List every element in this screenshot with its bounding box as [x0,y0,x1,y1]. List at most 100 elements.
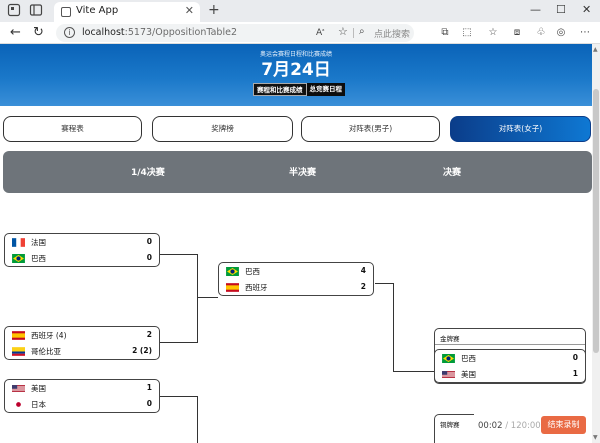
flag-brazil-icon [226,267,239,276]
back-icon[interactable]: ← [10,25,21,40]
bracket-line [393,283,394,372]
flag-brazil-icon [12,254,25,263]
close-icon[interactable]: ✕ [184,4,194,17]
team-row: 西班牙 (4) 2 [5,327,159,343]
copilot-icon[interactable]: ♧ [536,27,546,38]
hero-tab-schedule[interactable]: 总竞赛日程 [306,83,345,96]
team-name: 日本 [31,400,46,409]
team-name: 哥伦比亚 [31,347,61,356]
bracket-line [160,396,198,397]
team-row: 美国 1 [435,366,585,382]
team-row: 哥伦比亚 2 (2) [5,343,159,359]
window-close-icon[interactable]: ✕ [582,3,592,16]
team-name: 西班牙 (4) [31,331,67,340]
match-card-bronze[interactable]: 铜牌赛 [434,414,474,443]
flag-colombia-icon [12,347,25,356]
bronze-match-label: 铜牌赛 [440,421,460,429]
flag-usa-icon [442,371,455,378]
new-tab-icon[interactable]: + [208,2,220,18]
hero-date: 7月24日 [261,60,331,80]
read-aloud-icon[interactable]: Aₐ [316,26,325,38]
team-score: 1 [146,383,152,392]
reload-icon[interactable]: ↻ [33,25,44,40]
round-label-sf: 半决赛 [289,168,317,178]
recording-timer: 00:02 / 120:00 [478,421,541,431]
team-row: 巴西 0 [5,250,159,266]
team-row: 巴西 0 [435,350,585,366]
bracket-line [393,371,434,372]
favorite-icon[interactable]: ☆ [338,25,348,38]
search-placeholder[interactable]: 点此搜索 [374,30,411,40]
team-row: 巴西 4 [219,263,373,279]
flag-spain-icon [12,331,25,340]
page-icon [61,7,71,17]
extensions-icon[interactable]: ⬚ [462,27,472,38]
round-label-qf: 1/4决赛 [131,168,165,178]
team-name: 法国 [31,238,46,247]
team-score: 2 (2) [132,346,152,355]
bracket-line [375,283,393,284]
pill-schedule[interactable]: 赛程表 [3,116,142,142]
recording-overlay: 00:02 / 120:00 结束录制 [470,414,590,438]
address-bar[interactable]: i localhost:5173/OppositionTable2 Aₐ ☆ ⌕… [56,24,414,42]
tab-bar: Vite App ✕ + — ☐ ✕ [0,0,600,22]
pill-bracket-women[interactable]: 对阵表(女子) [450,116,591,142]
more-icon[interactable]: ⋯ [580,27,590,38]
hero-tab-results[interactable]: 赛程和比赛成绩 [253,83,307,96]
flag-japan-icon [12,400,25,409]
search-icon: ⌕ [359,26,365,37]
team-score: 0 [146,399,152,408]
team-score: 2 [360,282,366,291]
match-card-qf1[interactable]: 法国 0 巴西 0 [4,233,160,267]
tab-actions-icon[interactable] [28,3,44,19]
collections-icon[interactable]: ⧈ [513,27,521,38]
bracket-line [160,342,198,343]
url-text: localhost:5173/OppositionTable2 [82,27,237,38]
page-content: 奥运会赛程日程和比赛成绩 7月24日 赛程和比赛成绩 总竞赛日程 赛程表 奖牌榜… [0,44,600,443]
match-card-qf3[interactable]: 美国 1 日本 0 [4,379,160,413]
scrollbar-thumb[interactable] [593,89,599,353]
scroll-down-icon[interactable]: ▼ [593,434,598,441]
match-card-qf2[interactable]: 西班牙 (4) 2 哥伦比亚 2 (2) [4,326,160,360]
profile-icon[interactable]: ◎ [556,27,566,38]
pill-bracket-men[interactable]: 对阵表(男子) [301,116,440,142]
favorites-icon[interactable]: ☆ [488,27,498,38]
match-card-gold-teams[interactable]: 巴西 0 美国 1 [434,349,586,383]
stop-recording-button[interactable]: 结束录制 [541,416,586,434]
flag-brazil-icon [442,354,455,363]
flag-usa-icon [12,385,25,392]
hero-tabs: 赛程和比赛成绩 总竞赛日程 [253,83,345,96]
team-row: 西班牙 2 [219,279,373,295]
address-toolbar: ← ↻ i localhost:5173/OppositionTable2 Aₐ… [0,22,600,44]
bracket-line [197,297,218,298]
info-icon[interactable]: i [64,27,75,38]
team-row: 法国 0 [5,234,159,250]
pill-medals[interactable]: 奖牌榜 [152,116,293,142]
divider [353,28,354,38]
match-card-sf1[interactable]: 巴西 4 西班牙 2 [218,262,374,296]
hero-subtitle: 奥运会赛程日程和比赛成绩 [259,51,332,58]
team-score: 0 [572,353,578,362]
team-name: 西班牙 [245,283,268,292]
team-name: 巴西 [461,354,476,363]
round-label-final: 决赛 [443,168,462,178]
split-screen-icon[interactable]: ⧉ [441,27,449,38]
team-score: 1 [572,369,578,378]
minimize-icon[interactable]: — [530,3,541,16]
round-header: 1/4决赛 半决赛 决赛 [3,151,592,193]
hero-banner: 奥运会赛程日程和比赛成绩 7月24日 赛程和比赛成绩 总竞赛日程 [0,44,592,106]
team-name: 美国 [31,384,46,393]
bracket-line [197,396,198,443]
maximize-icon[interactable]: ☐ [556,3,566,16]
team-row: 日本 0 [5,396,159,412]
tab-vite-app[interactable]: Vite App ✕ [54,2,200,22]
app-icon[interactable] [6,3,22,19]
scrollbar[interactable]: ▲ ▼ [592,44,600,443]
gold-match-label: 金牌赛 [435,329,585,345]
scroll-up-icon[interactable]: ▲ [593,46,598,53]
team-score: 0 [146,253,152,262]
team-score: 0 [146,237,152,246]
bracket-line [197,254,198,343]
bracket-line [160,254,198,255]
